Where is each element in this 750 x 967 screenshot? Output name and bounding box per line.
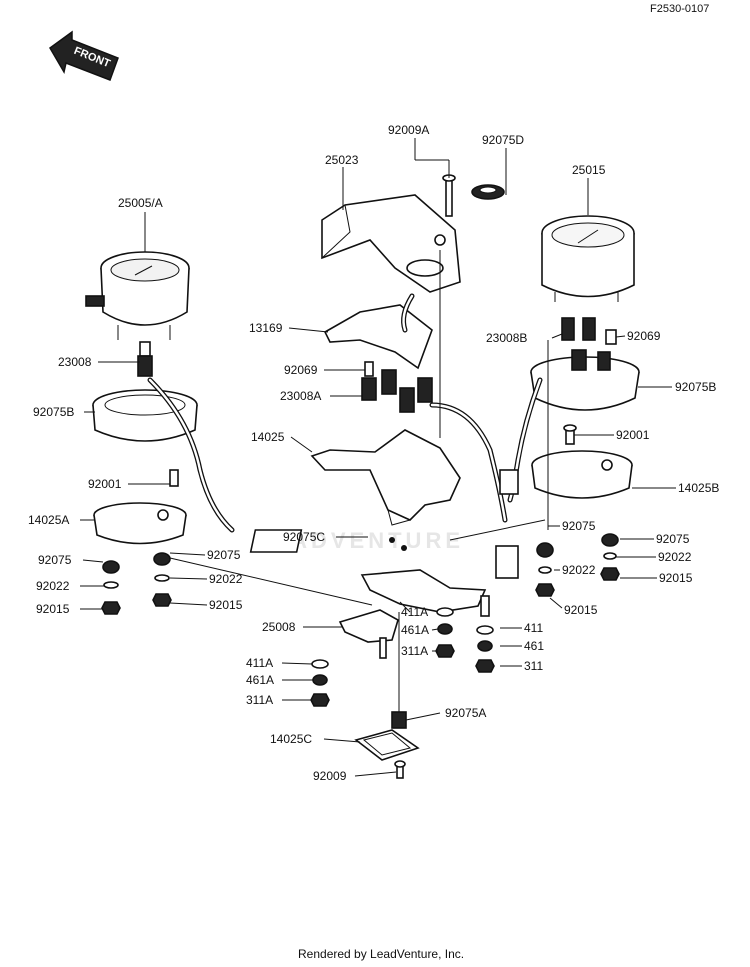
label-92015-right1: 92015 bbox=[564, 603, 598, 617]
label-14025c: 14025C bbox=[270, 732, 312, 746]
gauge-knob bbox=[85, 295, 105, 307]
bracket-25008 bbox=[338, 609, 399, 643]
label-92022-left2: 92022 bbox=[209, 572, 243, 586]
label-411a-center: 411A bbox=[401, 605, 428, 619]
washer-92022-left2 bbox=[154, 574, 170, 582]
nut-311a-left bbox=[310, 693, 330, 707]
nut-92015-left2 bbox=[152, 593, 172, 607]
socket-23008a-3 bbox=[399, 387, 415, 413]
gauge-25015-body bbox=[541, 233, 635, 298]
label-461a-center: 461A bbox=[401, 623, 429, 637]
grommet-461a-left bbox=[312, 674, 328, 686]
bracket-14025 bbox=[310, 429, 461, 521]
label-14025a: 14025A bbox=[28, 513, 69, 527]
plate-14025c bbox=[354, 729, 420, 761]
bolt-411 bbox=[480, 595, 490, 617]
leader-lines bbox=[80, 138, 676, 777]
center-assembly bbox=[249, 174, 519, 779]
nut-92015-right2 bbox=[600, 567, 620, 581]
part-labels: 25005/A 23008 92075B 92001 14025A 92075 … bbox=[28, 123, 719, 783]
label-92075b-right: 92075B bbox=[675, 380, 716, 394]
label-311a-center: 311A bbox=[401, 644, 428, 658]
label-25005a: 25005/A bbox=[118, 196, 163, 210]
grommet-92075-right2 bbox=[601, 533, 619, 547]
socket-23008a-1 bbox=[361, 377, 377, 401]
bulb-92069-right bbox=[605, 329, 617, 345]
label-311a-left: 311A bbox=[246, 693, 273, 707]
front-arrow-icon: FRONT bbox=[49, 30, 119, 81]
label-92075-right2: 92075 bbox=[656, 532, 690, 546]
label-92075-left2: 92075 bbox=[207, 548, 241, 562]
bracket-plate bbox=[360, 569, 487, 613]
label-92015-left2: 92015 bbox=[209, 598, 243, 612]
grommet-92075-left2 bbox=[153, 552, 171, 566]
label-14025b: 14025B bbox=[678, 481, 719, 495]
grommet-92075a bbox=[391, 711, 407, 729]
bracket-13169 bbox=[323, 304, 433, 370]
label-92069-right: 92069 bbox=[627, 329, 661, 343]
label-92022-left1: 92022 bbox=[36, 579, 70, 593]
label-25015: 25015 bbox=[572, 163, 606, 177]
screw-92001-left bbox=[169, 469, 179, 487]
label-23008a: 23008A bbox=[280, 389, 321, 403]
nut-92015-right1 bbox=[535, 583, 555, 597]
label-92075b-left: 92075B bbox=[33, 405, 74, 419]
label-92075-right1: 92075 bbox=[562, 519, 596, 533]
screw-92009a bbox=[445, 177, 453, 217]
label-461: 461 bbox=[524, 639, 544, 653]
label-14025: 14025 bbox=[251, 430, 285, 444]
washer-92022-right1 bbox=[538, 566, 552, 574]
label-92015-left1: 92015 bbox=[36, 602, 70, 616]
label-92075a: 92075A bbox=[445, 706, 486, 720]
label-92075d: 92075D bbox=[482, 133, 524, 147]
socket-23008a-2 bbox=[381, 369, 397, 395]
label-92075-left1: 92075 bbox=[38, 553, 72, 567]
washer-411a-center bbox=[436, 607, 454, 617]
washer-411 bbox=[476, 625, 494, 635]
footer-credit: Rendered by LeadVenture, Inc. bbox=[298, 947, 464, 961]
label-25023: 25023 bbox=[325, 153, 359, 167]
label-92015-right2: 92015 bbox=[659, 571, 693, 585]
grommet-461 bbox=[477, 640, 493, 652]
label-25008: 25008 bbox=[262, 620, 296, 634]
label-13169: 13169 bbox=[249, 321, 283, 335]
nut-92015-left1 bbox=[101, 601, 121, 615]
washer-92022-left1 bbox=[103, 581, 119, 589]
diagram-ref-code: F2530-0107 bbox=[650, 3, 709, 15]
label-23008: 23008 bbox=[58, 355, 92, 369]
bulb-92069-center bbox=[364, 361, 374, 377]
label-92009: 92009 bbox=[313, 769, 347, 783]
socket-23008b-2 bbox=[582, 317, 596, 341]
label-311: 311 bbox=[524, 659, 543, 673]
label-92075c: 92075C bbox=[283, 530, 325, 544]
left-gauge-assembly bbox=[85, 251, 235, 615]
label-92009a: 92009A bbox=[388, 123, 429, 137]
washer-411a-left bbox=[311, 659, 329, 669]
bulb-socket-23008 bbox=[137, 355, 153, 377]
socket-23008b-1 bbox=[561, 317, 575, 341]
gauge-25005-body bbox=[100, 267, 190, 326]
grommet-461a-center bbox=[437, 623, 453, 635]
label-411: 411 bbox=[524, 621, 543, 635]
nut-311 bbox=[475, 659, 495, 673]
connector bbox=[495, 545, 519, 579]
label-92001-right: 92001 bbox=[616, 428, 650, 442]
grommet-92075-left1 bbox=[102, 560, 120, 574]
washer-92022-right2 bbox=[603, 552, 617, 560]
label-92069-center: 92069 bbox=[284, 363, 318, 377]
label-92001-left: 92001 bbox=[88, 477, 122, 491]
grommet-92075-right1 bbox=[536, 542, 554, 558]
socket-23008a-4 bbox=[417, 377, 433, 403]
label-92022-right1: 92022 bbox=[562, 563, 596, 577]
label-23008b: 23008B bbox=[486, 331, 527, 345]
label-461a-left: 461A bbox=[246, 673, 274, 687]
label-411a-left: 411A bbox=[246, 656, 273, 670]
label-92022-right2: 92022 bbox=[658, 550, 692, 564]
nut-311a-center bbox=[435, 644, 455, 658]
right-gauge-assembly bbox=[499, 215, 640, 597]
rubber-92075c bbox=[249, 529, 303, 553]
